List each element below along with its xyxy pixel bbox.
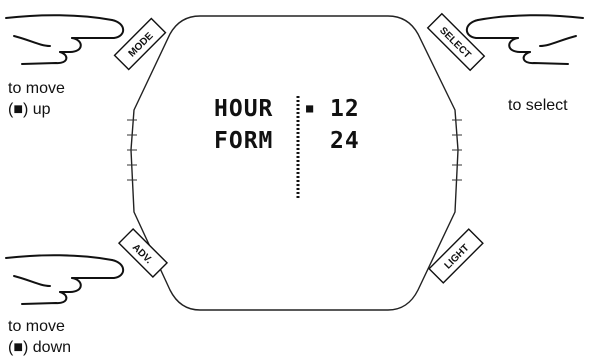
- display-form-label: FORM: [214, 128, 273, 154]
- display-hour-label: HOUR: [214, 96, 273, 122]
- display-option-24: 24: [330, 128, 360, 154]
- mode-caption-line1: to move: [8, 79, 65, 99]
- adv-caption-line2: (■) down: [8, 338, 71, 358]
- light-button[interactable]: LIGHT: [429, 229, 483, 283]
- select-button[interactable]: SELECT: [428, 14, 485, 71]
- adv-button[interactable]: ADV.: [119, 229, 167, 277]
- watch-face-outline: [131, 16, 458, 310]
- mode-hand-pointer-icon: [6, 15, 123, 64]
- select-caption: to select: [508, 96, 568, 116]
- display-option-12: 12: [330, 96, 360, 122]
- adv-hand-pointer-icon: [6, 255, 123, 304]
- mode-caption-line2: (■) up: [8, 100, 51, 120]
- display-cursor: ■: [306, 101, 314, 115]
- adv-caption-line1: to move: [8, 317, 65, 337]
